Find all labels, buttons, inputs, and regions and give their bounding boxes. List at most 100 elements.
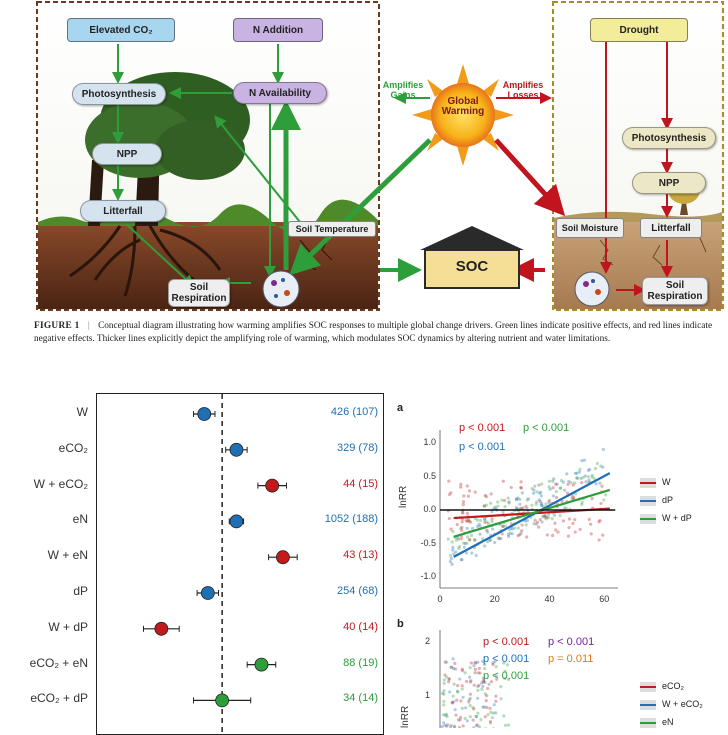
amplifies-gains-label: Amplifies Gains — [373, 80, 433, 100]
scatter-point — [602, 448, 605, 451]
scatter-point — [472, 718, 475, 721]
forest-row-n: 329 (78) — [278, 442, 378, 454]
scatter-point — [520, 523, 523, 526]
scatter-point — [458, 677, 461, 680]
scatter-point — [442, 689, 445, 692]
legend-label: eN — [662, 717, 674, 727]
scatter-point — [517, 526, 520, 529]
soil-respiration-node-right: Soil Respiration — [642, 277, 708, 305]
scatter-point — [580, 459, 583, 462]
scatter-point — [469, 715, 472, 718]
scatter-point — [530, 487, 533, 490]
scatter-point — [479, 718, 482, 721]
npp-node-right: NPP — [632, 172, 706, 194]
scatter-point — [454, 713, 457, 716]
scatter-point — [447, 480, 450, 483]
scatter-point — [590, 532, 593, 535]
microbe-icon — [263, 271, 299, 307]
scatter-point — [521, 491, 524, 494]
scatter-point — [453, 662, 456, 665]
scatter-point — [457, 547, 460, 550]
scatter-point — [499, 685, 502, 688]
soc-label: SOC — [425, 258, 519, 275]
scatter-point — [474, 491, 477, 494]
scatter-point — [527, 497, 530, 500]
litterfall-label: Litterfall — [651, 223, 690, 234]
scatter-point — [566, 483, 569, 486]
scatter-point — [574, 472, 577, 475]
scatter-point — [476, 518, 479, 521]
scatter-point — [562, 519, 565, 522]
scatter-point — [604, 493, 607, 496]
scatter-point — [495, 674, 498, 677]
scatter-point — [451, 549, 454, 552]
drought-label: Drought — [620, 25, 659, 36]
scatter-point — [446, 723, 449, 726]
soil-respiration-node-left: Soil Respiration — [168, 279, 230, 307]
scatter-point — [451, 701, 454, 704]
figure-caption: FIGURE 1 | Conceptual diagram illustrati… — [34, 320, 724, 346]
scatter-point — [504, 724, 507, 727]
scatter-point — [466, 512, 469, 515]
panel-b-ylabel: lnRR — [400, 706, 411, 728]
scatter-point — [473, 671, 476, 674]
scatter-point — [478, 533, 481, 536]
scatter-point — [580, 481, 583, 484]
scatter-point — [538, 492, 541, 495]
scatter-point — [443, 678, 446, 681]
soil-moisture-node: Soil Moisture — [556, 218, 624, 238]
scatter-point — [452, 667, 455, 670]
scatter-point — [466, 484, 469, 487]
scatter-point — [525, 535, 528, 538]
scatter-point — [453, 683, 456, 686]
npp-label: NPP — [117, 149, 138, 160]
scatter-point — [598, 538, 601, 541]
scatter-point — [487, 683, 490, 686]
scatter-point — [469, 680, 472, 683]
scatter-point — [567, 535, 570, 538]
scatter-point — [567, 526, 570, 529]
forest-row-n: 1052 (188) — [278, 513, 378, 525]
scatter-point — [479, 519, 482, 522]
scatter-point — [496, 505, 499, 508]
legend-swatch — [640, 682, 656, 692]
panel-a-plot — [420, 428, 620, 603]
scatter-point — [442, 703, 445, 706]
scatter-point — [537, 526, 540, 529]
scatter-point — [468, 538, 471, 541]
legend-swatch — [640, 700, 656, 710]
scatter-point — [456, 690, 459, 693]
scatter-point — [555, 496, 558, 499]
microbe-icon-right — [575, 272, 609, 306]
scatter-point — [552, 494, 555, 497]
scatter-point — [554, 483, 557, 486]
scatter-point — [445, 676, 448, 679]
scatter-point — [563, 489, 566, 492]
scatter-point — [476, 525, 479, 528]
npp-node-left: NPP — [92, 143, 162, 165]
forest-row-label: eCO₂ + eN — [0, 656, 88, 670]
scatter-point — [462, 503, 465, 506]
scatter-point — [537, 483, 540, 486]
soil-temperature-node: Soil Temperature — [288, 221, 376, 237]
scatter-point — [580, 503, 583, 506]
scatter-point — [462, 541, 465, 544]
scatter-point — [507, 533, 510, 536]
forest-row-n: 88 (19) — [278, 657, 378, 669]
scatter-point — [556, 530, 559, 533]
effect-point — [198, 408, 211, 421]
scatter-point — [463, 546, 466, 549]
scatter-point — [502, 714, 505, 717]
scatter-point — [600, 485, 603, 488]
scatter-point — [548, 480, 551, 483]
scatter-point — [599, 502, 602, 505]
scatter-point — [599, 464, 602, 467]
scatter-point — [568, 517, 571, 520]
scatter-point — [486, 687, 489, 690]
forest-row-label: eN — [0, 512, 88, 526]
y-tick-label: 2 — [416, 636, 430, 646]
scatter-point — [520, 486, 523, 489]
scatter-point — [477, 671, 480, 674]
scatter-point — [490, 680, 493, 683]
forest-row-label: W + dP — [0, 620, 88, 634]
